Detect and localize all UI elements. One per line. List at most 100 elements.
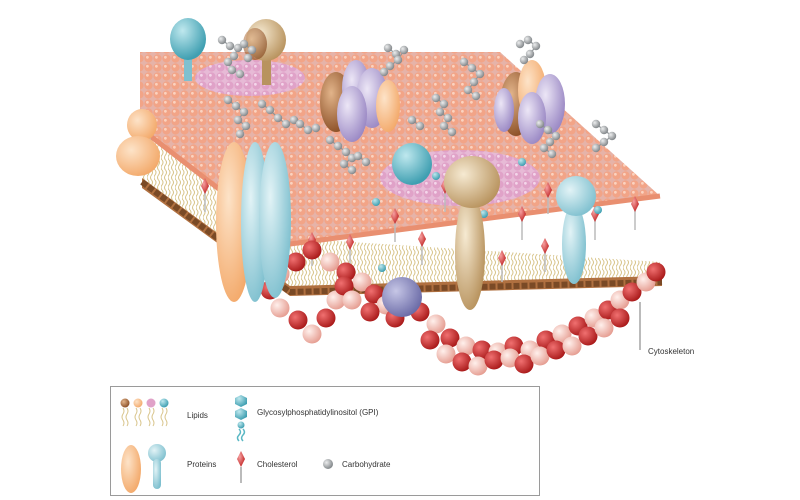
carbohydrate-unit <box>545 137 555 147</box>
cytoskeleton-bead <box>342 290 362 310</box>
cytoskeleton-bead <box>288 310 308 330</box>
cholesterol <box>544 182 552 214</box>
carbohydrate-unit <box>311 123 321 133</box>
cytoskeleton-bead <box>286 252 306 272</box>
proteins <box>116 18 596 317</box>
carbohydrate-unit <box>385 61 395 71</box>
carbohydrate-unit <box>361 157 371 167</box>
carbohydrate-unit <box>399 45 409 55</box>
cytoskeleton-bead <box>622 282 642 302</box>
carbohydrate-unit <box>235 69 245 79</box>
cytoskeleton-bead <box>646 262 666 282</box>
cytoskeleton-bead <box>546 340 566 360</box>
carbohydrate-unit <box>235 129 245 139</box>
cholesterol <box>498 250 506 282</box>
cytoskeleton-bead <box>302 324 322 344</box>
carbohydrate-unit <box>523 35 533 45</box>
cytoskeleton-bead <box>562 336 582 356</box>
gpi-anchors <box>372 158 602 272</box>
carbohydrate-unit <box>463 85 473 95</box>
carbohydrate-unit <box>447 127 457 137</box>
carbohydrate-unit <box>247 45 257 55</box>
cholesterol <box>541 238 549 272</box>
gpi-head <box>518 158 526 166</box>
carbohydrate-unit <box>289 115 299 125</box>
carbohydrate-unit <box>535 119 545 129</box>
carbohydrate-unit <box>475 69 485 79</box>
carbohydrate-unit <box>415 121 425 131</box>
cytoskeleton-bead <box>484 350 504 370</box>
cytoskeleton-bead <box>334 276 354 296</box>
bilayer-front-edge-low <box>140 179 663 296</box>
cytoskeleton-bead <box>302 240 322 260</box>
carbohydrate-unit <box>229 51 239 61</box>
carbohydrate-unit <box>325 135 335 145</box>
carbohydrate-unit <box>407 115 417 125</box>
carbohydrate-unit <box>239 39 249 49</box>
gpi-head <box>372 198 380 206</box>
cholesterol-legend-icon <box>237 451 245 483</box>
carbohydrate-unit <box>443 113 453 123</box>
legend-cholesterol-label: Cholesterol <box>257 460 298 469</box>
legend-graphics <box>120 395 333 493</box>
carbohydrate-unit <box>431 93 441 103</box>
lipids-legend-icon <box>120 398 169 427</box>
carbohydrate-unit <box>303 125 313 135</box>
carbohydrate-unit <box>227 65 237 75</box>
carbohydrate-unit <box>233 115 243 125</box>
carbohydrate-unit <box>539 143 549 153</box>
carbohydrate-unit <box>241 121 251 131</box>
carbohydrate-unit <box>383 43 393 53</box>
cholesterol <box>201 178 209 212</box>
carbohydrate-unit <box>341 147 351 157</box>
carbohydrate-unit <box>379 67 389 77</box>
cholesterol <box>418 231 426 265</box>
cytoskeleton-bead <box>320 252 340 272</box>
peripheral-protein-orange <box>116 109 160 176</box>
transmembrane-protein-tan <box>444 156 500 310</box>
cytoskeleton-bead <box>514 354 534 374</box>
lipid-raft <box>195 60 305 96</box>
cytoskeleton-bead <box>270 298 290 318</box>
cytoskeleton-bead <box>352 272 372 292</box>
peripheral-protein-teal <box>392 143 432 185</box>
gpi-head <box>432 172 440 180</box>
carbohydrate-legend-icon <box>323 459 333 469</box>
carbohydrate-unit <box>607 131 617 141</box>
cytoskeleton-bead <box>426 314 446 334</box>
channel-protein-cluster <box>320 60 400 142</box>
carbohydrate-unit <box>281 119 291 129</box>
carbohydrate-unit <box>519 55 529 65</box>
carbohydrate-unit <box>257 99 267 109</box>
cholesterol <box>631 196 639 230</box>
carbohydrate-chains <box>217 35 617 175</box>
carbohydrate-unit <box>531 41 541 51</box>
legend-lipids-label: Lipids <box>187 411 208 420</box>
carbohydrate-unit <box>273 113 283 123</box>
carbohydrate-unit <box>599 137 609 147</box>
carbohydrate-unit <box>223 95 233 105</box>
carbohydrate-unit <box>543 125 553 135</box>
proteins-legend-icon <box>121 444 166 493</box>
carbohydrate-unit <box>225 41 235 51</box>
gpi-head <box>480 210 488 218</box>
carbohydrate-unit <box>515 39 525 49</box>
carbohydrate-unit <box>333 141 343 151</box>
gpi-head <box>378 264 386 272</box>
carbohydrate-unit <box>439 99 449 109</box>
cytoskeleton-bead <box>530 346 550 366</box>
cytoskeleton-bead <box>440 328 460 348</box>
cytoskeleton-label: Cytoskeleton <box>648 347 695 356</box>
legend-carbohydrate-label: Carbohydrate <box>342 460 391 469</box>
cytoskeleton-bead <box>452 352 472 372</box>
cytoskeleton-bead <box>326 290 346 310</box>
carbohydrate-unit <box>231 101 241 111</box>
receptor-protein-blue <box>170 18 206 81</box>
cytoskeleton-bead <box>336 262 356 282</box>
carbohydrate-unit <box>243 53 253 63</box>
carbohydrate-unit <box>471 91 481 101</box>
cytoskeleton-bead <box>364 284 384 304</box>
cytoskeleton-bead <box>316 308 336 328</box>
cytoskeleton-bead <box>578 326 598 346</box>
cholesterol <box>391 208 399 242</box>
